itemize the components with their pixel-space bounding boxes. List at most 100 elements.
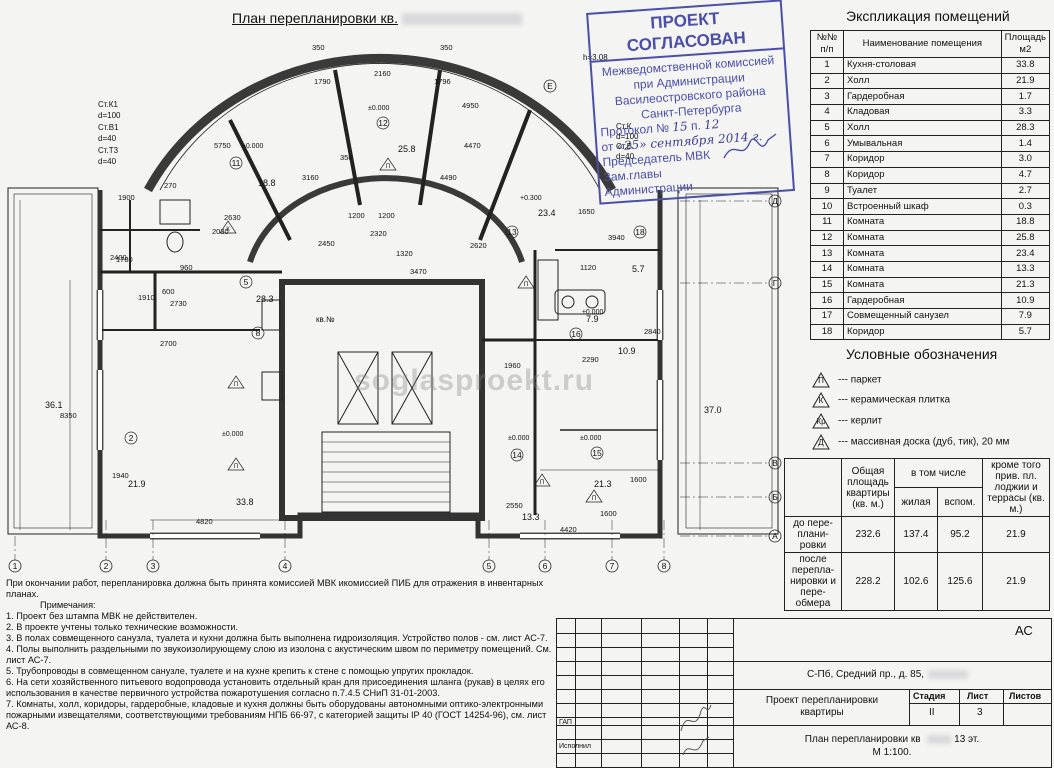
cell-area: 3.0 [1000,151,1051,168]
svg-text:2840: 2840 [644,327,661,336]
cell-no: 3 [810,88,844,106]
cell-no: 12 [810,229,844,247]
inner-arc-wall [247,175,525,263]
svg-text:П: П [386,164,390,170]
svg-text:1790: 1790 [314,77,331,86]
title-block: АС С-Пб, Средний пр., д. 85, Проект пере… [556,618,1052,768]
legend-item-parquet: П--- паркет [812,372,882,388]
svg-text:2700: 2700 [160,339,177,348]
svg-text:А: А [772,531,778,541]
cell-name: Коридор [843,323,1002,341]
plan-area-left: 36.1 [45,400,63,410]
svg-text:П: П [234,382,238,388]
svg-text:13: 13 [507,227,517,237]
svg-text:12: 12 [378,118,388,128]
cell-area: 33.8 [1000,57,1051,74]
cell-no: 15 [810,276,844,294]
svg-text:5750: 5750 [214,141,231,150]
svg-text:5.7: 5.7 [632,264,645,274]
cell-no: 8 [810,166,844,184]
svg-text:8350: 8350 [60,411,77,420]
cell-name: Комната [843,229,1002,247]
tb-stage-label: Стадия [913,691,946,701]
svg-text:1900: 1900 [118,193,135,202]
svg-text:2450: 2450 [318,239,335,248]
svg-text:18: 18 [635,227,645,237]
h-living: жилая [894,487,938,517]
svg-text:5: 5 [244,277,249,287]
col-area: Площадь м2 [1000,30,1051,58]
svg-text:350: 350 [440,43,453,52]
svg-text:h=3.08: h=3.08 [583,53,608,62]
svg-text:4950: 4950 [462,101,479,110]
svg-text:1960: 1960 [504,361,521,370]
notes-title: Примечания: [40,600,96,610]
cell-area: 7.9 [1000,308,1051,325]
explication-title: Экспликация помещений [846,8,1010,24]
svg-text:21.9: 21.9 [128,479,146,489]
svg-text:П: П [524,282,528,288]
cell-no: 1 [810,57,844,74]
tb-sheets-label: Листов [1009,691,1042,701]
cell-name: Коридор [843,151,1002,168]
cell-area: 10.9 [1000,292,1051,309]
cell-no: 10 [810,198,844,215]
svg-text:2320: 2320 [370,229,387,238]
svg-text:Ст.Т3: Ст.Т3 [98,146,119,155]
cell-name: Умывальная [843,135,1002,153]
svg-text:кв.№: кв.№ [316,315,335,324]
svg-text:К: К [226,227,230,233]
svg-text:1200: 1200 [378,211,395,220]
svg-text:350: 350 [312,43,325,52]
board-symbol-icon: Д [812,434,830,450]
cell-area: 28.3 [1000,119,1051,137]
tb-stage: II [929,707,935,718]
room-number: 2 [129,433,134,443]
watermark: soglasproekt.ru [354,364,595,397]
area-summary-table: Общая площадь квартиры (кв. м.) в том чи… [784,458,1050,611]
svg-text:3160: 3160 [302,173,319,182]
svg-text:2290: 2290 [582,355,599,364]
svg-text:2730: 2730 [170,299,187,308]
svg-text:11: 11 [232,158,241,168]
cell-no: 11 [810,213,844,231]
cell-name: Совмещенный санузел [843,308,1002,325]
svg-text:d=40: d=40 [98,157,117,166]
svg-text:Ст.В1: Ст.В1 [98,123,119,132]
legend-item-tile: К--- керамическая плитка [812,392,950,408]
svg-text:33.8: 33.8 [236,497,254,507]
cell-area: 21.3 [1000,276,1051,294]
kerlite-symbol-icon: Кр [812,413,830,429]
riser-labels-right: Ст.К d=100 Ст.В d=40 [616,122,639,161]
notes-block: При окончании работ, перепланировка долж… [6,578,554,732]
svg-text:П: П [540,480,544,486]
cell-name: Гардеробная [843,292,1002,309]
svg-text:4490: 4490 [440,173,457,182]
cell-name: Встроенный шкаф [843,198,1002,215]
svg-text:2: 2 [104,561,109,571]
svg-text:18.8: 18.8 [258,178,276,188]
svg-text:4420: 4420 [560,525,577,534]
signature-mark [723,133,777,159]
svg-text:1910: 1910 [138,293,155,302]
cell-no: 5 [810,119,844,137]
cell-no: 13 [810,245,844,262]
row-label: до пере-плани-ровки [784,516,842,553]
cell-no: 2 [810,72,844,90]
svg-text:350: 350 [340,153,353,162]
note-item: 4. Полы выполнить раздельными по звукоиз… [6,644,552,665]
svg-text:±0.000: ±0.000 [580,435,601,442]
cell-name: Холл [843,72,1002,90]
svg-text:±0.000: ±0.000 [368,105,389,112]
